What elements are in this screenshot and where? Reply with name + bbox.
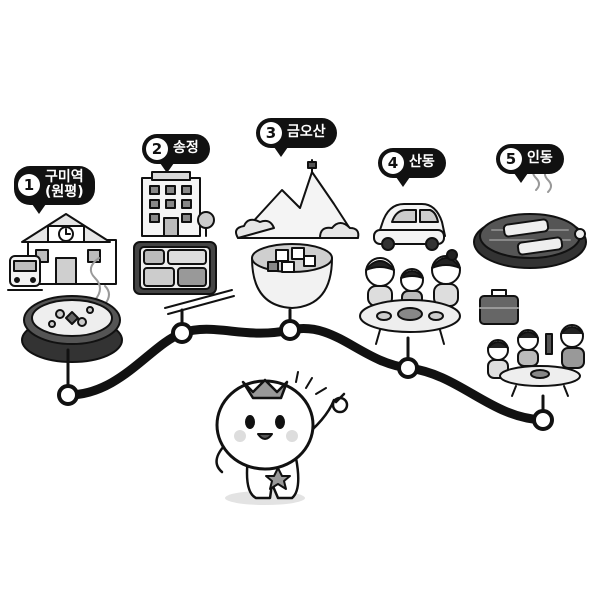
business-dinner-icon <box>487 324 585 397</box>
route-stop-3 <box>279 319 301 341</box>
route-stop-5 <box>532 409 554 431</box>
stop-badge-4: 4 산동 <box>378 148 446 187</box>
train-station-icon <box>21 213 117 285</box>
stop-number-4: 4 <box>382 152 404 174</box>
train-icon <box>7 255 43 291</box>
stop-number-2: 2 <box>146 138 168 160</box>
stop-name-1: 구미역 <box>45 169 84 185</box>
car-icon <box>373 203 446 251</box>
route-stop-2 <box>171 322 193 344</box>
stop-number-1: 1 <box>18 174 40 197</box>
stop-badge-1: 1 구미역 (원평) <box>14 166 95 214</box>
lunch-box-icon <box>133 241 235 315</box>
grill-pan-icon <box>473 165 587 269</box>
route-stop-4 <box>397 357 419 379</box>
stop-name-2: 송정 <box>173 140 199 157</box>
stop-name-3: 금오산 <box>287 124 326 141</box>
stop-sub-1: (원평) <box>45 184 84 201</box>
stop-number-5: 5 <box>500 148 522 170</box>
stop-badge-3: 3 금오산 <box>256 118 337 157</box>
stop-name-4: 산동 <box>409 154 435 171</box>
stop-name-5: 인동 <box>527 150 553 167</box>
stop-number-3: 3 <box>260 122 282 144</box>
mountain-icon <box>235 159 360 239</box>
stop-badge-5: 5 인동 <box>496 144 564 183</box>
tomato-mascot-icon <box>215 371 349 505</box>
office-building-icon <box>141 171 215 237</box>
soup-bowl-icon <box>251 243 333 309</box>
briefcase-icon <box>479 289 519 325</box>
stew-pot-icon <box>21 257 123 363</box>
family-dinner-icon <box>359 249 461 345</box>
stop-badge-2: 2 송정 <box>142 134 210 173</box>
route-stop-1 <box>57 384 79 406</box>
